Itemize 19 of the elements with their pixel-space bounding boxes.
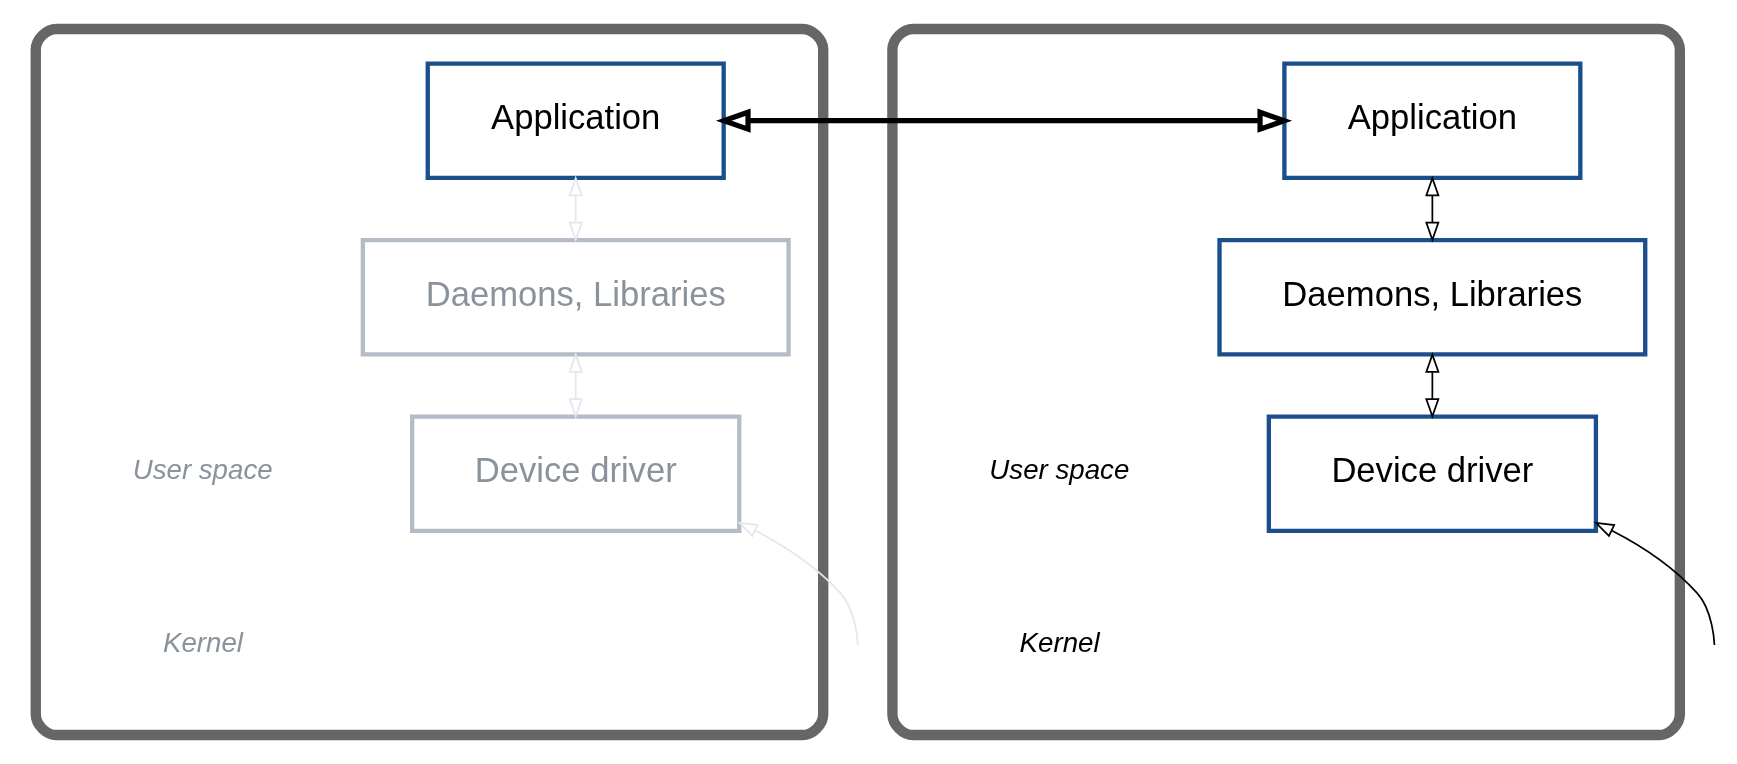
arrow xyxy=(1425,175,1440,243)
arrow xyxy=(1425,352,1440,419)
cluster xyxy=(30,23,829,741)
arrow xyxy=(715,108,1293,133)
label: Kernel xyxy=(1019,626,1100,658)
node-box: Application xyxy=(425,61,726,180)
arrow xyxy=(568,352,583,419)
node-box: Device driver xyxy=(1266,414,1599,533)
arrow xyxy=(568,175,583,243)
label: User space xyxy=(132,453,273,485)
node-box: Application xyxy=(1282,61,1583,180)
arrow xyxy=(1593,521,1716,646)
label: User space xyxy=(989,453,1130,485)
label: Kernel xyxy=(162,626,243,658)
node-box: Daemons, Libraries xyxy=(1217,237,1648,357)
cluster xyxy=(887,23,1686,741)
node-box: Device driver xyxy=(410,414,742,533)
arrow xyxy=(737,521,859,646)
node-box: Daemons, Libraries xyxy=(360,237,791,357)
